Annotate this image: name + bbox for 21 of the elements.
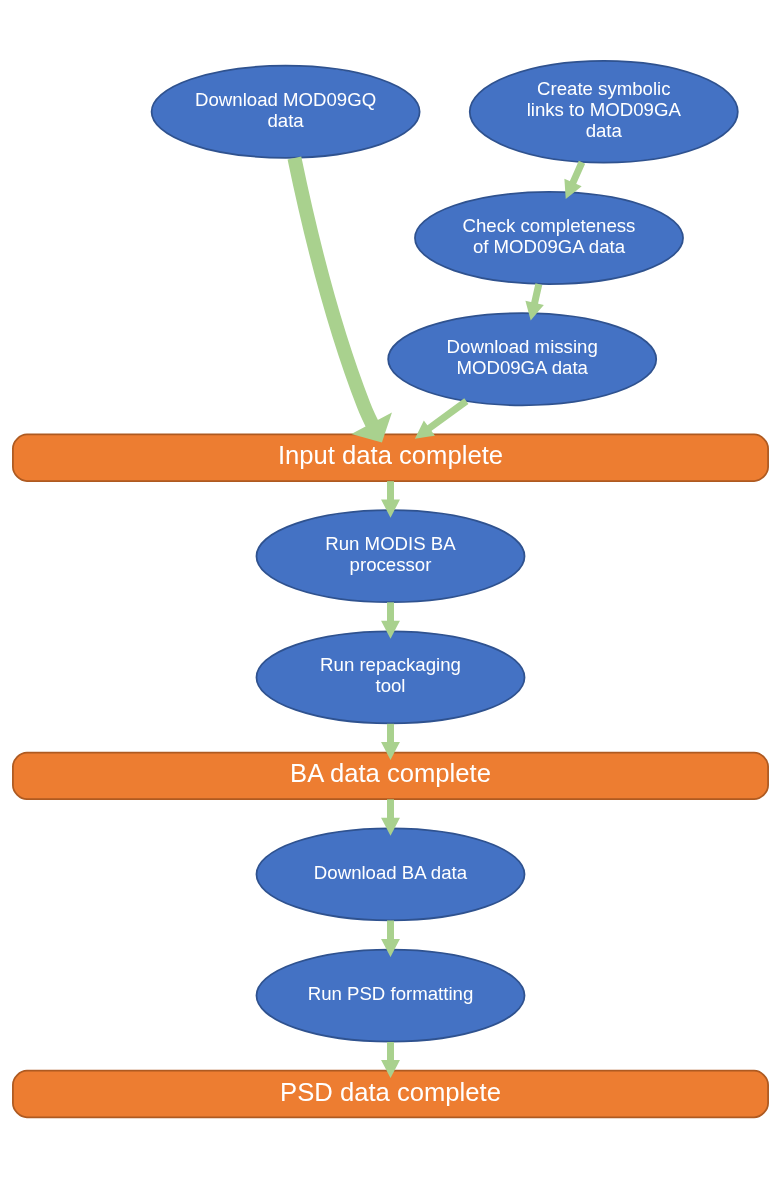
node-ellipse: Download missing MOD09GA data: [387, 312, 658, 407]
arrow: [381, 920, 400, 957]
arrow: [414, 398, 469, 439]
arrow: [381, 602, 400, 639]
node-ellipse: Check completeness of MOD09GA data: [414, 191, 684, 285]
node-ellipse: Run PSD formatting: [255, 948, 526, 1043]
node-box: BA data complete: [12, 751, 769, 801]
arrow: [381, 723, 400, 760]
arrow: [381, 1041, 400, 1079]
arrow: [564, 160, 586, 199]
node-box: Input data complete: [12, 433, 769, 482]
node-ellipse: Download BA data: [255, 827, 526, 922]
arrow: [287, 156, 392, 443]
node-ellipse: Run repackaging tool: [255, 630, 526, 725]
arrow: [381, 799, 400, 836]
node-ellipse: Run MODIS BA processor: [255, 509, 526, 604]
arrow: [381, 481, 400, 518]
node-ellipse: Create symbolic links to MOD09GA data: [468, 59, 739, 164]
node-ellipse: Download MOD09GQ data: [150, 64, 421, 159]
arrow: [525, 283, 544, 321]
node-box: PSD data complete: [12, 1069, 769, 1119]
